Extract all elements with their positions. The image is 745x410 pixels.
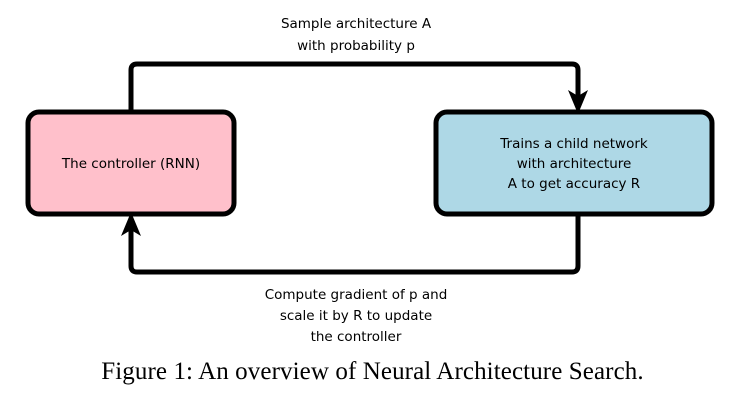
bottom-arrowhead-icon	[121, 212, 141, 236]
top-edge-label-line-2: with probability p	[297, 38, 415, 54]
bottom-edge-label-line-1: Compute gradient of p and	[265, 287, 448, 303]
edge-compute-gradient	[121, 212, 581, 275]
top-edge-label-line-1: Sample architecture A	[281, 16, 432, 32]
controller-label-line-1: The controller (RNN)	[61, 156, 200, 172]
top-connector-path	[128, 61, 581, 112]
bottom-edge-label: Compute gradient of p and scale it by R …	[265, 287, 448, 345]
child-network-label-line-3: A to get accuracy R	[508, 176, 640, 192]
controller-box-shape	[25, 109, 237, 217]
bottom-connector-path	[128, 214, 581, 275]
bottom-edge-label-line-2: scale it by R to update	[280, 308, 432, 324]
node-controller[interactable]: The controller (RNN)	[25, 109, 237, 217]
edge-sample-architecture	[128, 61, 588, 114]
child-network-label-line-1: Trains a child network	[499, 136, 648, 152]
node-child-network[interactable]: Trains a child network with architecture…	[433, 109, 715, 217]
figure-caption: Figure 1: An overview of Neural Architec…	[101, 358, 644, 385]
top-edge-label: Sample architecture A with probability p	[281, 16, 432, 54]
bottom-edge-label-line-3: the controller	[311, 329, 402, 345]
child-network-label-line-2: with architecture	[517, 156, 632, 172]
top-arrowhead-icon	[568, 90, 588, 114]
child-network-box-shape	[433, 109, 715, 217]
